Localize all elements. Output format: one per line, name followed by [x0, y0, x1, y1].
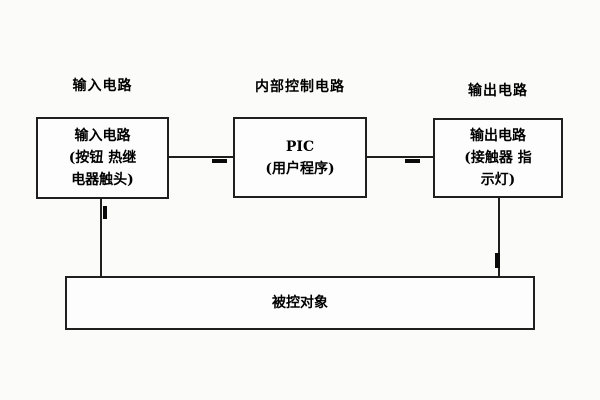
caption-output-circuit: 输出电路 [468, 83, 528, 99]
connector-plc-to-output [367, 156, 433, 158]
arrowhead-down-icon [495, 253, 500, 268]
plc-box: PIC (用户程序) [233, 117, 367, 198]
plc-box-line2: (用户程序) [265, 160, 335, 177]
output-box-line1: 输出电路 [470, 128, 526, 144]
caption-internal-control-circuit: 内部控制电路 [255, 79, 345, 95]
input-circuit-box: 输入电路 (按钮 热继 电器触头) [36, 117, 169, 199]
connector-input-to-plc [169, 156, 233, 158]
arrowhead-right-icon [212, 159, 227, 163]
input-box-line1: 输入电路 [74, 128, 131, 144]
input-box-line3: 电器触头) [71, 172, 134, 188]
caption-input-circuit: 输入电路 [72, 78, 133, 94]
connector-object-to-input [100, 199, 102, 276]
arrowhead-right-icon [405, 159, 420, 163]
output-box-line3: 示灯) [480, 172, 516, 188]
controlled-object-box: 被控对象 [65, 276, 535, 330]
output-circuit-box: 输出电路 (接触器 指 示灯) [433, 118, 563, 198]
plc-box-line1: PIC [285, 138, 315, 155]
connector-output-to-object [498, 198, 500, 276]
controlled-object-label: 被控对象 [272, 295, 328, 311]
output-box-line2: (接触器 指 [464, 150, 532, 166]
arrowhead-up-icon [103, 206, 107, 219]
input-box-line2: (按钮 热继 [68, 150, 137, 166]
